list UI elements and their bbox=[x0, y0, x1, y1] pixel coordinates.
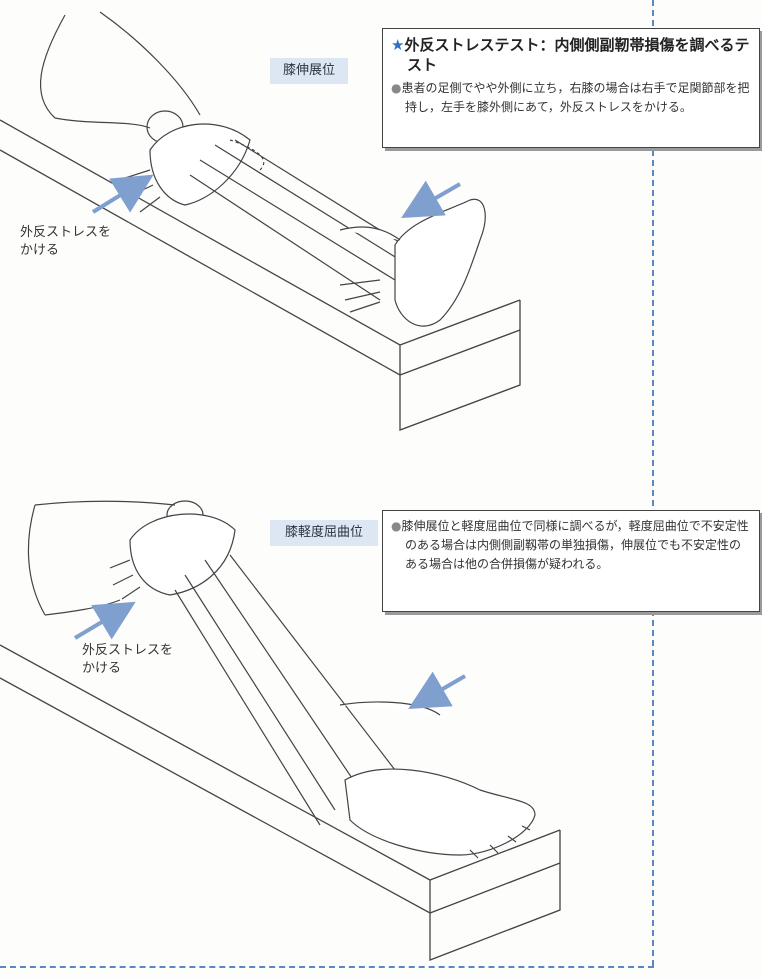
test-title: ★外反ストレステスト：内側側副靭帯損傷を調べるテスト bbox=[391, 35, 751, 75]
test-procedure-text: 患者の足側でやや外側に立ち，右膝の場合は右手で足関節部を把持し，左手を膝外側にあ… bbox=[401, 81, 750, 114]
stress-label-bottom-line1: 外反ストレスを bbox=[82, 643, 174, 658]
stress-label-bottom: 外反ストレスを かける bbox=[82, 642, 173, 678]
bullet-icon: ● bbox=[391, 81, 402, 95]
top-illustration bbox=[0, 11, 521, 431]
stress-label-bottom-line2: かける bbox=[82, 661, 122, 676]
leg-2 bbox=[174, 554, 396, 826]
stress-label-top: 外反ストレスを かける bbox=[20, 224, 111, 260]
stress-arrow-knee-2 bbox=[73, 601, 136, 640]
stress-arrow-knee bbox=[91, 174, 154, 214]
position-label-flexed: 膝軽度屈曲位 bbox=[270, 520, 378, 546]
page-border-right bbox=[652, 0, 654, 966]
stress-arrow-ankle-2 bbox=[408, 671, 467, 710]
position-label-extended: 膝伸展位 bbox=[270, 58, 348, 84]
test-title-text: 外反ストレステスト：内側側副靭帯損傷を調べるテスト bbox=[404, 36, 750, 74]
stress-arrow-ankle bbox=[401, 180, 462, 219]
exam-table-2 bbox=[0, 644, 561, 961]
test-description-box: ★外反ストレステスト：内側側副靭帯損傷を調べるテスト ●患者の足側でやや外側に立… bbox=[382, 28, 760, 148]
page-border-bottom bbox=[0, 966, 654, 968]
test-procedure: ●患者の足側でやや外側に立ち，右膝の場合は右手で足関節部を把持し，左手を膝外側に… bbox=[391, 79, 751, 117]
foot-2 bbox=[339, 701, 536, 859]
bullet-icon-2: ● bbox=[391, 519, 402, 533]
flexion-note-text: 膝伸展位と軽度屈曲位で同様に調べるが，軽度屈曲位で不安定性のある場合は内側側副靱… bbox=[401, 519, 749, 571]
examiner-hand-knee-2 bbox=[109, 513, 236, 600]
flexion-note-box: ●膝伸展位と軽度屈曲位で同様に調べるが，軽度屈曲位で不安定性のある場合は内側側副… bbox=[382, 510, 760, 612]
stress-label-top-line1: 外反ストレスを bbox=[20, 225, 112, 240]
flexion-note: ●膝伸展位と軽度屈曲位で同様に調べるが，軽度屈曲位で不安定性のある場合は内側側副… bbox=[391, 517, 751, 574]
stress-label-top-line2: かける bbox=[20, 243, 60, 258]
star-icon: ★ bbox=[391, 36, 405, 54]
